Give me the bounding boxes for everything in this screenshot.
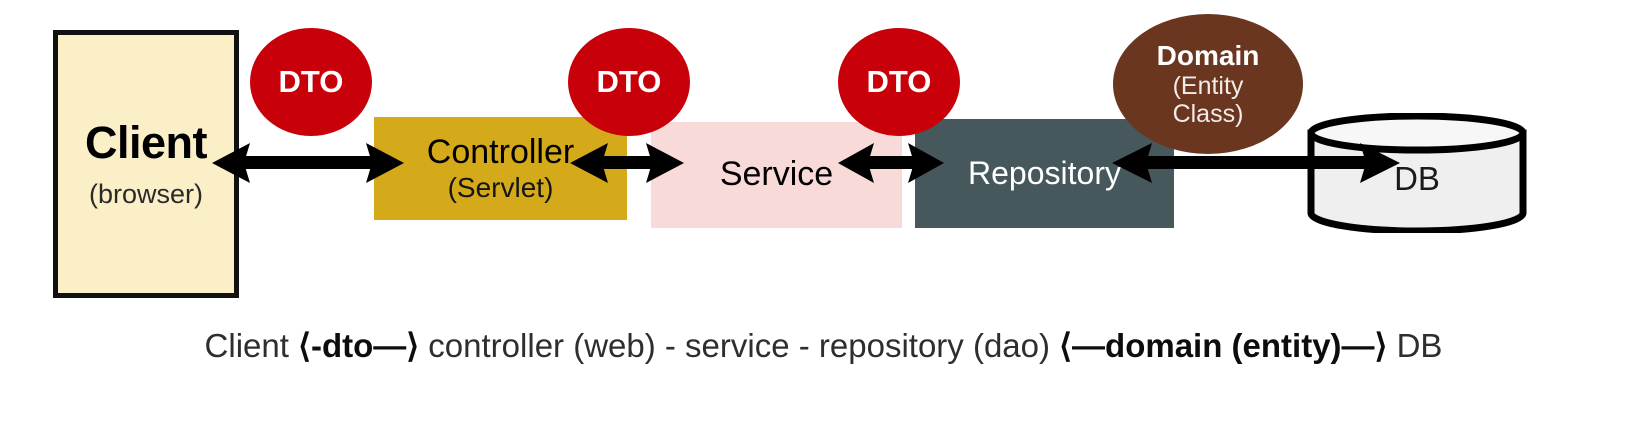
dto-label: DTO	[278, 63, 344, 99]
domain-label-line2: (Entity	[1172, 71, 1244, 100]
double-arrow-icon	[838, 143, 944, 183]
caption: Client ⟨-dto—⟩ controller (web) - servic…	[0, 326, 1647, 365]
controller-subtitle: (Servlet)	[447, 171, 554, 203]
repository-title: Repository	[968, 154, 1121, 191]
caption-domain-arrow: ⟨—domain (entity)—⟩	[1059, 327, 1388, 364]
caption-seg1: Client	[204, 327, 299, 364]
double-arrow-icon	[570, 143, 684, 183]
db-label: DB	[1394, 160, 1440, 197]
arrow-controller-service	[568, 132, 686, 194]
double-arrow-icon	[212, 143, 404, 183]
caption-seg5: DB	[1387, 327, 1443, 364]
caption-seg3: controller (web) - service - repository …	[419, 327, 1060, 364]
double-arrow-icon	[1112, 143, 1400, 183]
repository-box: Repository	[915, 119, 1174, 228]
service-title: Service	[719, 155, 834, 194]
dto-label: DTO	[866, 63, 932, 99]
arrow-client-controller	[210, 132, 406, 194]
database-cylinder: DB	[1306, 113, 1528, 233]
arrow-repository-db	[1110, 132, 1402, 194]
cylinder-icon	[1307, 113, 1527, 233]
domain-badge: Domain (Entity Class)	[1113, 14, 1303, 154]
client-subtitle: (browser)	[88, 179, 203, 210]
dto-badge-controller-service: DTO	[568, 28, 690, 136]
client-box: Client (browser)	[53, 30, 239, 298]
dto-badge-service-repository: DTO	[838, 28, 960, 136]
controller-title: Controller	[426, 132, 575, 171]
domain-label-line3: Class)	[1172, 99, 1244, 128]
arrow-service-repository	[836, 132, 946, 194]
domain-label-line1: Domain	[1156, 40, 1260, 72]
dto-badge-client-controller: DTO	[250, 28, 372, 136]
caption-dto-arrow: ⟨-dto—⟩	[298, 327, 420, 364]
client-title: Client	[84, 117, 208, 169]
dto-label: DTO	[596, 63, 662, 99]
